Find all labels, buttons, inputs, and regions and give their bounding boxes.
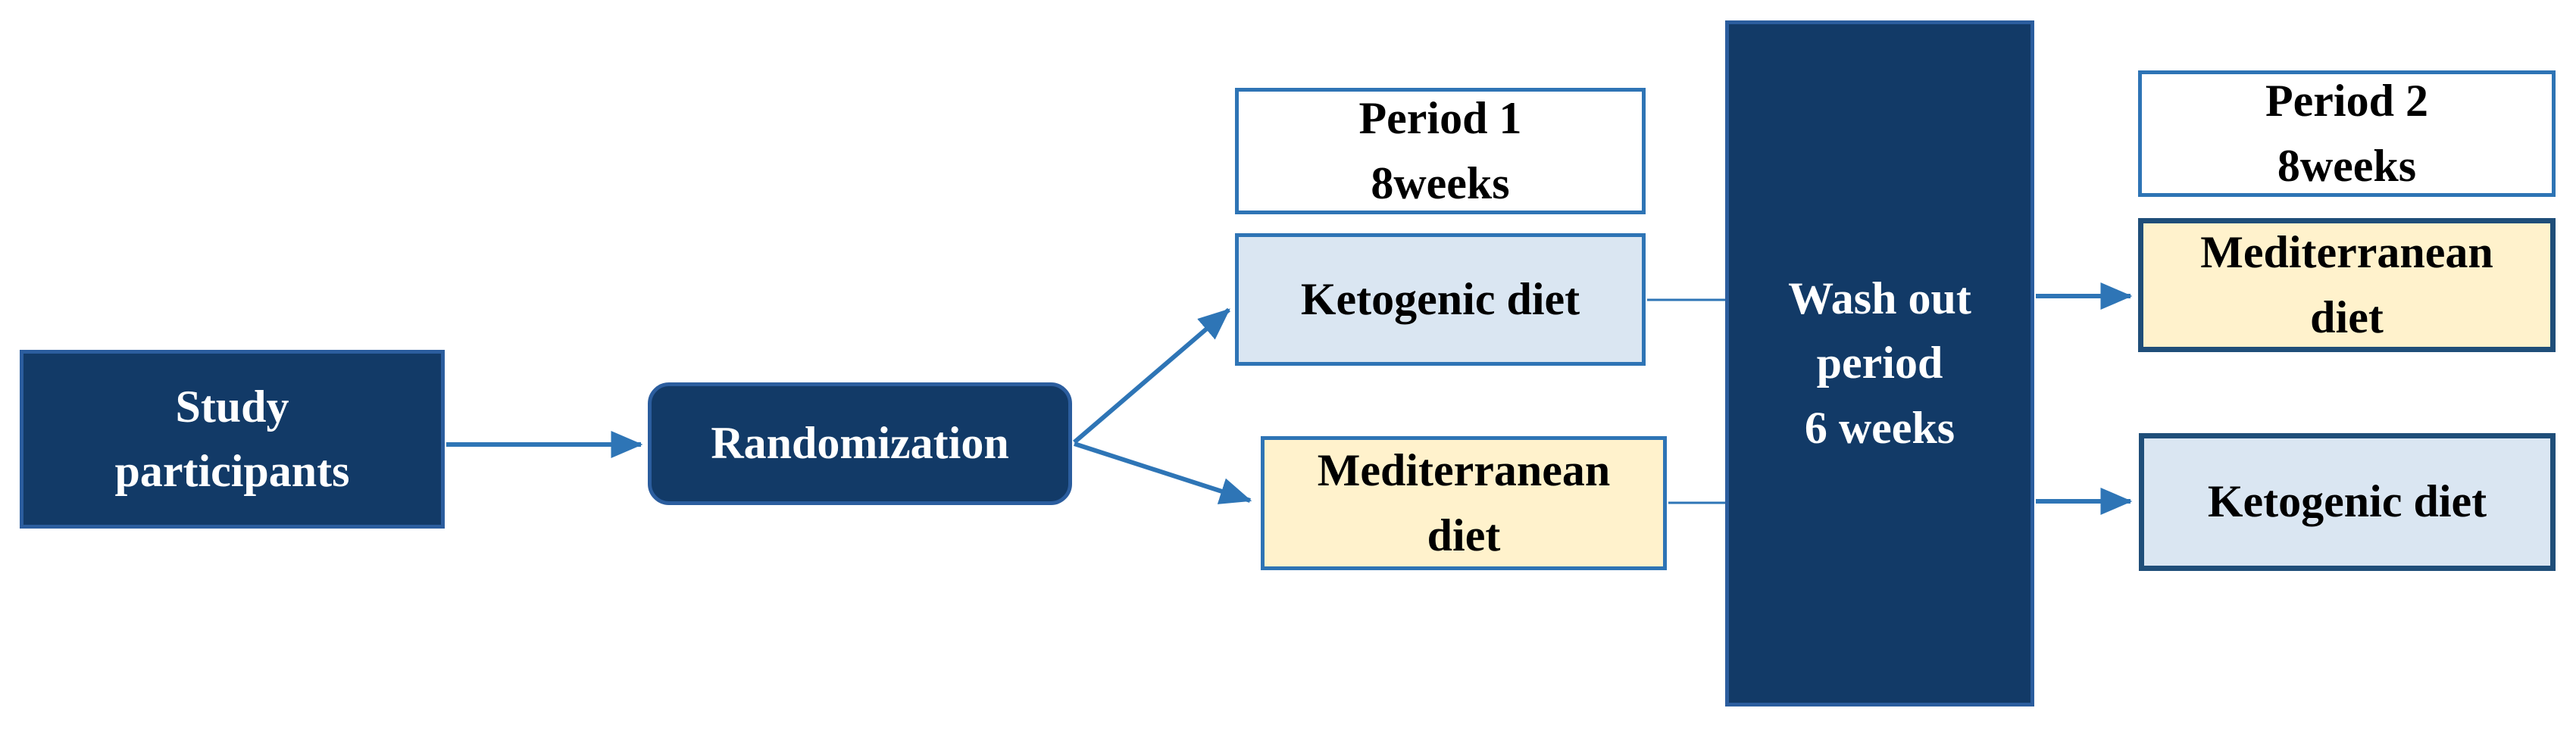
arrow-randomization-to-mediterranean-p1 — [1074, 441, 1252, 504]
mediterranean-diet-period2-node: Mediterranean diet — [2138, 218, 2556, 352]
randomization-node: Randomization — [648, 382, 1072, 505]
arrow-randomization-to-ketogenic-p1 — [1073, 307, 1230, 444]
washout-period-node: Wash out period 6 weeks — [1725, 20, 2034, 706]
study-participants-node: Study participants — [20, 350, 445, 529]
mediterranean-diet-period1-node: Mediterranean diet — [1261, 436, 1667, 570]
period-1-label-box: Period 1 8weeks — [1235, 88, 1646, 214]
period-2-label-box: Period 2 8weeks — [2138, 70, 2556, 197]
ketogenic-diet-period1-node: Ketogenic diet — [1235, 233, 1646, 366]
ketogenic-diet-period2-node: Ketogenic diet — [2139, 433, 2556, 571]
